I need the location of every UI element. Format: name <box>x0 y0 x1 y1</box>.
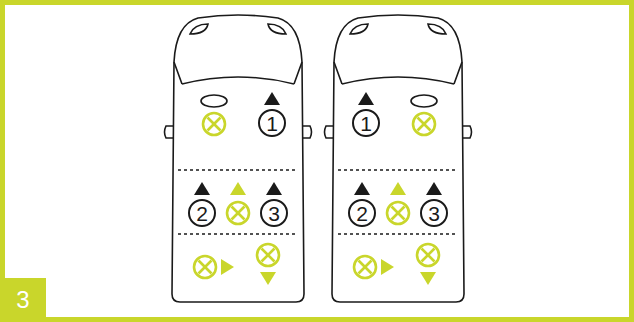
figure-number: 3 <box>16 288 29 312</box>
seat-number: 1 <box>360 113 372 134</box>
seat-number: 3 <box>268 203 280 224</box>
seat-number-circle: 1 <box>352 109 380 137</box>
seat-number-circle: 2 <box>188 199 216 227</box>
seat-number: 1 <box>266 113 278 134</box>
seat-number: 2 <box>196 203 208 224</box>
seat-number-circle: 3 <box>260 199 288 227</box>
seat-number-circle: 3 <box>420 199 448 227</box>
seat-number-circle: 2 <box>348 199 376 227</box>
seat-number-circle: 1 <box>258 109 286 137</box>
seat-number: 2 <box>356 203 368 224</box>
figure-number-badge: 3 <box>0 278 46 322</box>
seat-number: 3 <box>428 203 440 224</box>
